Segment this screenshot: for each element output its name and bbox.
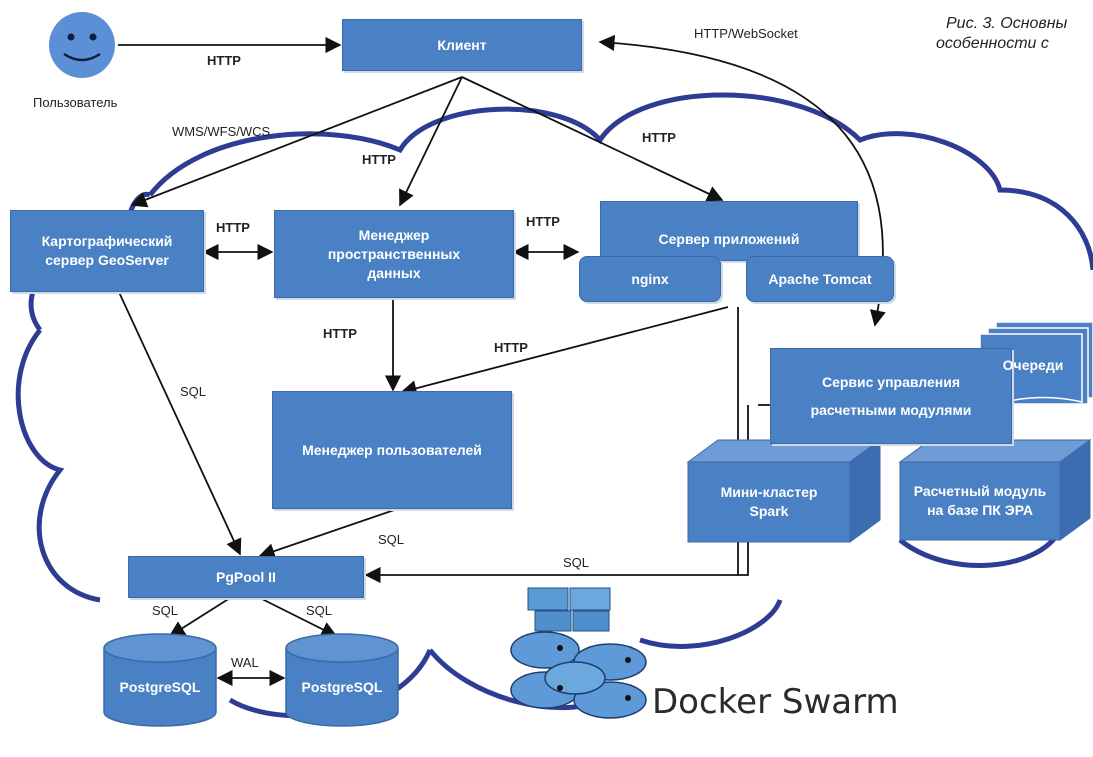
user-label: Пользователь — [33, 95, 118, 110]
queues-box: Очереди — [1002, 356, 1064, 373]
edge-label-wms: WMS/WFS/WCS — [172, 124, 271, 139]
edge-label-app-users: HTTP — [494, 340, 528, 355]
postgresql-2-label: PostgreSQL — [301, 678, 383, 695]
edge-users-pgpool — [258, 507, 401, 559]
docker-whale-logo — [510, 587, 647, 719]
figure-caption-line-2: особенности с — [936, 35, 1049, 52]
edge-label-wal: WAL — [231, 655, 259, 670]
edge-geo-pgpool — [117, 289, 242, 556]
user-smiley-icon — [49, 12, 115, 78]
edge-client-spatial — [399, 76, 463, 207]
edge-label-spatial-app: HTTP — [526, 214, 560, 229]
docker-swarm-label: Docker Swarm — [652, 682, 899, 722]
edge-label-pgpool-pg1: SQL — [152, 603, 179, 618]
nginx-box: nginx — [579, 256, 721, 302]
edge-label-users-pgpool: SQL — [378, 532, 405, 547]
edge-label-client-spatial: HTTP — [362, 152, 396, 167]
edge-label-user-client: HTTP — [207, 53, 241, 68]
edge-label-service-pgpool: SQL — [563, 555, 590, 570]
edge-label-websocket: HTTP/WebSocket — [694, 26, 798, 41]
edge-label-pgpool-pg2: SQL — [306, 603, 333, 618]
app-server-box: Сервер приложений — [600, 201, 858, 261]
pgpool-box: PgPool II — [128, 556, 364, 598]
postgres-cylinder-2-shape — [285, 633, 399, 727]
postgres-cylinder-1-shape — [103, 633, 217, 727]
edge-app-users — [400, 306, 729, 397]
module-service-box: Сервис управления расчетными модулями — [770, 348, 1012, 444]
edge-client-app — [461, 76, 724, 202]
edge-pgpool-pg2 — [259, 597, 338, 637]
geoserver-box: Картографический сервер GeoServer — [10, 210, 204, 292]
edge-client-geoserver — [130, 76, 463, 208]
edge-label-geo-spatial: HTTP — [216, 220, 250, 235]
era-3d-shape — [898, 439, 1092, 541]
edge-pgpool-pg1 — [168, 597, 231, 637]
tomcat-box: Apache Tomcat — [746, 256, 894, 302]
client-box: Клиент — [342, 19, 582, 71]
figure-caption-line-1: Рис. 3. Основны — [946, 15, 1068, 32]
edge-label-spatial-users: HTTP — [323, 326, 357, 341]
user-manager-box: Менеджер пользователей — [272, 391, 512, 509]
edge-label-geo-pgpool: SQL — [180, 384, 207, 399]
spatial-manager-box: Менеджер пространственных данных — [274, 210, 514, 298]
era-module-box: Расчетный модуль на базе ПК ЭРА — [913, 483, 1047, 518]
edge-label-client-app: HTTP — [642, 130, 676, 145]
spark-box: Мини-кластер Spark — [720, 484, 818, 519]
postgresql-1-label: PostgreSQL — [119, 678, 201, 695]
